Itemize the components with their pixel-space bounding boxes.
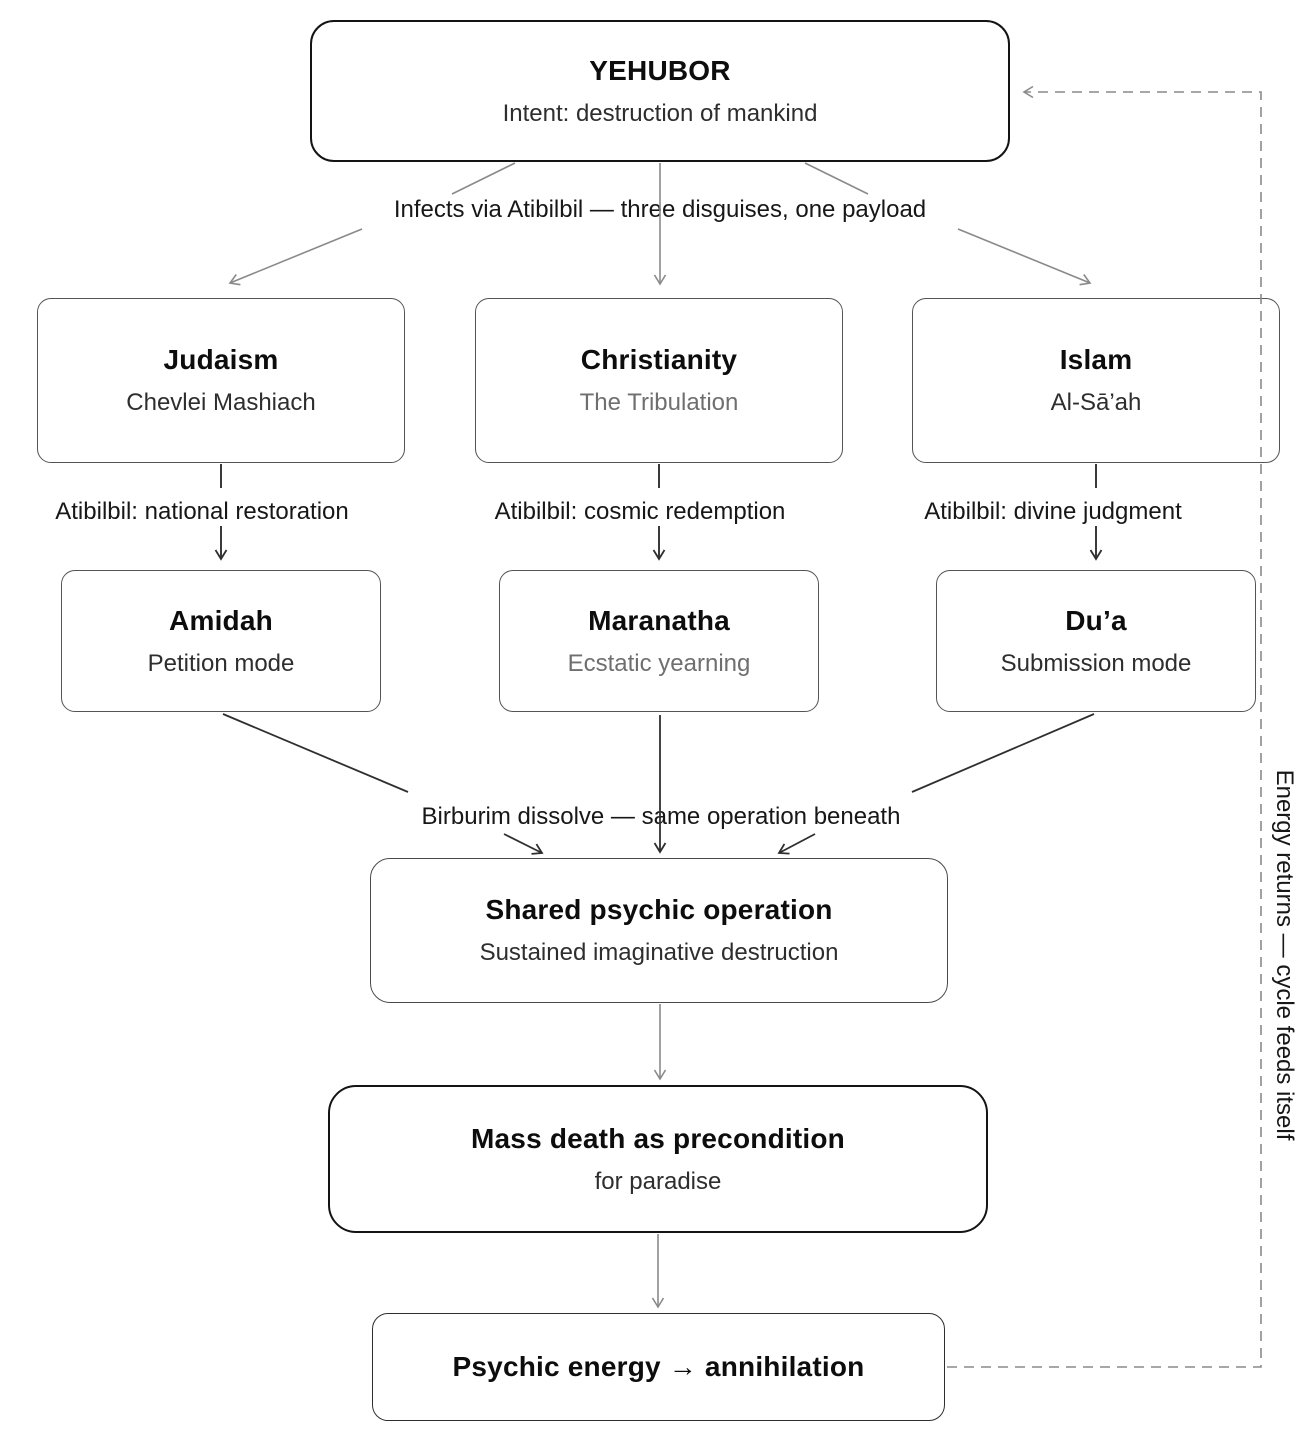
node-yehubor-subtitle: Intent: destruction of mankind [502, 99, 818, 127]
node-annihilation-title: Psychic energy → annihilation [452, 1351, 865, 1382]
edge-label-atibilbil-christianity: Atibilbil: cosmic redemption [494, 498, 786, 525]
node-judaism-subtitle: Chevlei Mashiach [126, 389, 316, 416]
node-maranatha: Maranatha Ecstatic yearning [499, 570, 819, 712]
node-judaism-title: Judaism [163, 344, 279, 375]
edge-label-infects: Infects via Atibilbil — three disguises,… [393, 196, 927, 223]
node-yehubor-title: YEHUBOR [589, 54, 731, 86]
edge-dua-diagonal [911, 713, 1095, 793]
node-islam: Islam Al-Sā’ah [912, 298, 1280, 463]
edge-yehubor-islam-upper [804, 162, 869, 195]
edge-label-birburim: Birburim dissolve — same operation benea… [421, 803, 901, 830]
node-mass-death-subtitle: for paradise [594, 1167, 722, 1195]
edge-amidah-diagonal [222, 713, 409, 793]
node-christianity-subtitle: The Tribulation [579, 389, 739, 416]
node-maranatha-subtitle: Ecstatic yearning [567, 649, 751, 677]
node-dua: Du’a Submission mode [936, 570, 1256, 712]
edge-label-atibilbil-islam: Atibilbil: divine judgment [924, 498, 1182, 525]
node-islam-title: Islam [1059, 344, 1133, 375]
node-dua-subtitle: Submission mode [1000, 649, 1192, 677]
edge-yehubor-judaism-arrow [228, 228, 363, 286]
edge-label-atibilbil-judaism: Atibilbil: national restoration [55, 498, 349, 525]
node-christianity-title: Christianity [580, 344, 738, 375]
node-shared-operation-subtitle: Sustained imaginative destruction [479, 939, 839, 966]
edge-yehubor-islam-arrow [957, 228, 1092, 286]
node-shared-operation: Shared psychic operation Sustained imagi… [370, 858, 948, 1003]
node-amidah: Amidah Petition mode [61, 570, 381, 712]
node-judaism: Judaism Chevlei Mashiach [37, 298, 405, 463]
node-mass-death-title: Mass death as precondition [471, 1122, 845, 1154]
edge-yehubor-judaism-upper [451, 162, 516, 195]
node-dua-title: Du’a [1065, 604, 1127, 636]
node-christianity: Christianity The Tribulation [475, 298, 843, 463]
edge-label-energy-returns: Energy returns — cycle feeds itself [1271, 769, 1298, 1141]
node-amidah-title: Amidah [169, 604, 273, 636]
edge-feedback-loop-arrow [947, 85, 1262, 1368]
node-amidah-subtitle: Petition mode [147, 649, 295, 677]
node-mass-death: Mass death as precondition for paradise [328, 1085, 988, 1233]
node-shared-operation-title: Shared psychic operation [485, 894, 833, 925]
node-maranatha-title: Maranatha [588, 604, 730, 636]
node-yehubor: YEHUBOR Intent: destruction of mankind [310, 20, 1010, 162]
edge-amidah-shared-arrow [503, 833, 544, 855]
node-annihilation: Psychic energy → annihilation [372, 1313, 945, 1421]
node-islam-subtitle: Al-Sā’ah [1050, 389, 1142, 416]
edge-dua-shared-arrow [777, 833, 816, 855]
